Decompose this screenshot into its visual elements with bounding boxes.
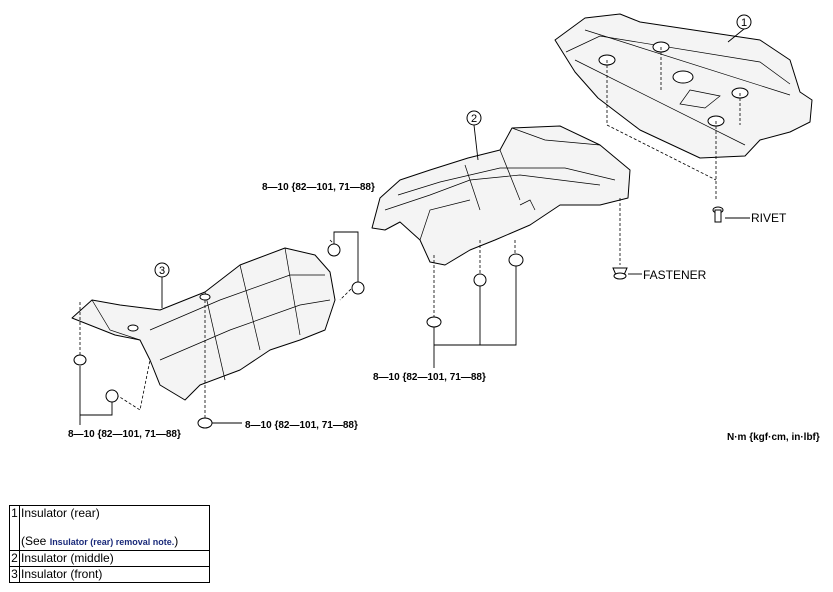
legend-text: Insulator (front): [19, 566, 210, 583]
nut-icon: [197, 417, 213, 429]
rear-rivet-guides: [606, 47, 741, 200]
nut-icon: [473, 273, 487, 287]
insulator-front: [71, 247, 336, 401]
torque-label: 8—10 {82—101, 71—88}: [373, 372, 486, 383]
unit-note: N·m {kgf·cm, in·lbf}: [727, 432, 820, 443]
torque-label: 8—10 {82—101, 71—88}: [262, 182, 375, 193]
middle-nut-leader: [433, 266, 517, 368]
front-upper-nut-leader: [333, 231, 359, 282]
rivet-icon: [712, 206, 750, 223]
legend-description: Insulator (rear) (See Insulator (rear) r…: [19, 505, 210, 551]
svg-text:2: 2: [471, 113, 477, 125]
legend-see-note: (See Insulator (rear) removal note.): [21, 534, 179, 548]
insulator-middle: [371, 125, 631, 266]
nut-icon: [508, 253, 524, 267]
nut-icon: [73, 354, 87, 366]
callout-3: 3: [154, 262, 170, 308]
nut-icon: [105, 389, 119, 403]
torque-label: 8—10 {82—101, 71—88}: [245, 420, 358, 431]
legend-row: 3 Insulator (front): [9, 566, 210, 583]
nut-icon: [426, 316, 442, 328]
front-nut-leader: [79, 366, 113, 425]
legend-text: Insulator (rear): [21, 506, 100, 520]
legend-row: 1 Insulator (rear) (See Insulator (rear)…: [9, 505, 210, 551]
legend-number: 2: [9, 550, 20, 567]
fastener-label: FASTENER: [643, 268, 707, 282]
nut-icon: [327, 243, 341, 257]
parts-legend-table: 1 Insulator (rear) (See Insulator (rear)…: [9, 505, 210, 583]
legend-row: 2 Insulator (middle): [9, 550, 210, 567]
removal-note-link[interactable]: Insulator (rear) removal note.: [49, 537, 175, 547]
legend-number: 1: [9, 505, 20, 551]
callout-2: 2: [466, 110, 482, 161]
exploded-parts-diagram: RIVET 1 FASTENER 2: [68, 13, 820, 443]
torque-label: 8—10 {82—101, 71—88}: [68, 429, 181, 440]
rivet-label: RIVET: [751, 211, 787, 225]
nut-icon: [351, 281, 365, 295]
legend-text: Insulator (middle): [19, 550, 210, 567]
legend-number: 3: [9, 566, 20, 583]
callout-1: 1: [727, 14, 752, 43]
svg-text:3: 3: [159, 265, 165, 277]
fastener-icon: [612, 267, 642, 280]
insulator-rear: [554, 13, 813, 159]
svg-text:1: 1: [741, 17, 747, 29]
